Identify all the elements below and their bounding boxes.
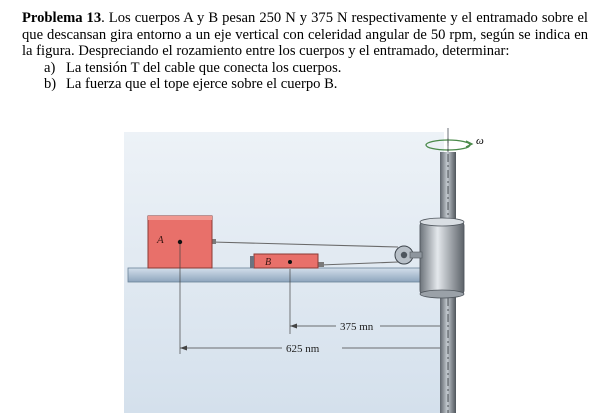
question-text: La fuerza que el tope ejerce sobre el cu… [66,76,338,92]
problem-text: Problema 13. Los cuerpos A y B pesan 250… [22,10,588,93]
question-text: La tensión T del cable que conecta los c… [66,59,342,76]
question-marker: b) [44,76,57,92]
dim-inner-label: 375 mn [340,321,374,333]
stop [250,256,254,268]
question-list: a) La tensión T del cable que conecta los… [22,60,588,93]
collar [419,219,465,297]
body-a-label: A [156,234,164,246]
cable-lower [319,261,399,266]
body-b-label: B [265,257,271,268]
problem-figure: ω A B 37 [0,128,596,413]
omega-label: ω [476,135,484,147]
problem-heading: Problema 13 [22,10,102,26]
question-item: b) La fuerza que el tope ejerce sobre el … [22,76,588,93]
problem-body: . Los cuerpos A y B pesan 250 N y 375 N … [22,10,588,59]
cable-upper [211,241,399,248]
dim-outer-label: 625 nm [286,343,320,355]
body-b [253,253,319,269]
question-item: a) La tensión T del cable que conecta los… [22,60,588,77]
figure-drawing: ω A B 37 [124,128,484,413]
problem-statement: Problema 13. Los cuerpos A y B pesan 250… [22,10,588,60]
platform [127,267,447,283]
question-marker: a) [44,59,56,76]
